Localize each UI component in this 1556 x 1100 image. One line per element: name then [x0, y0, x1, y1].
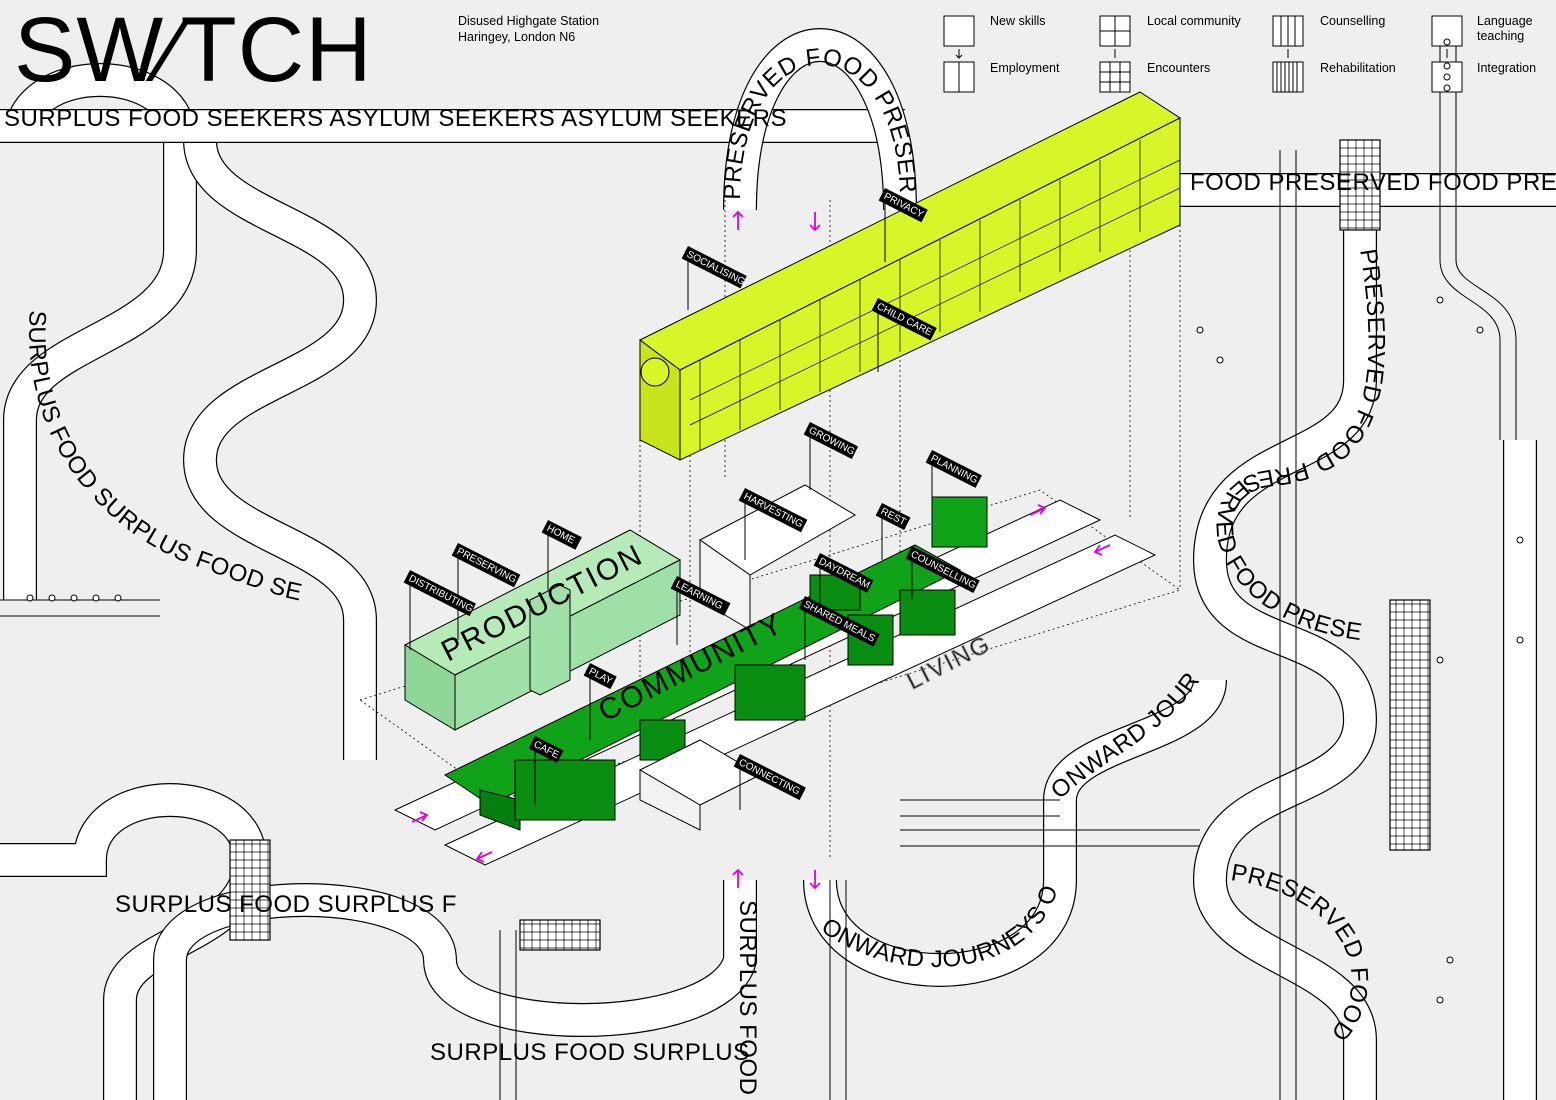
svg-text:PLANNING: PLANNING [929, 453, 980, 486]
flow-arrows [411, 210, 1111, 890]
location-line2: Haringey, London N6 [458, 30, 576, 44]
legend-from-3: Language teaching [1477, 14, 1533, 43]
legend-to-0: Employment [990, 61, 1060, 75]
legend-icon-language [1431, 15, 1463, 93]
legend-icon-counselling [1272, 15, 1304, 93]
legend-icon-community [1099, 15, 1131, 93]
legend-icons [943, 15, 1463, 93]
legend-icon-skills [943, 15, 975, 93]
svg-text:GROWING: GROWING [807, 425, 857, 458]
route-label-surplus-vertical: SURPLUS FOOD [734, 900, 761, 1095]
site-axonometric: PRODUCTION COMMUNITY LIVING [359, 91, 1182, 890]
svg-text:DISTRIBUTING: DISTRIBUTING [407, 573, 475, 615]
living-block [639, 91, 1182, 461]
legend-to-2: Rehabilitation [1320, 61, 1396, 75]
production-block [403, 529, 682, 731]
legend-from-2: Counselling [1320, 14, 1386, 28]
location: Disused Highgate Station Haringey, Londo… [458, 13, 599, 45]
flag-growing: GROWING [803, 422, 859, 490]
svg-text:PRESERVING: PRESERVING [455, 546, 518, 586]
legend-to-3: Integration [1477, 61, 1537, 75]
legend-to-1: Encounters [1147, 61, 1211, 75]
route-label-top: SURPLUS FOOD SEEKERS ASYLUM SEEKERS ASYL… [4, 105, 787, 132]
route-network [0, 28, 1556, 1100]
svg-text:SOCIALISING: SOCIALISING [685, 249, 747, 288]
location-line1: Disused Highgate Station [458, 14, 600, 28]
logo: SW⁄TCH [14, 0, 373, 101]
legend-from-1: Local community [1147, 14, 1241, 28]
legend-from-0: New skills [990, 14, 1046, 28]
